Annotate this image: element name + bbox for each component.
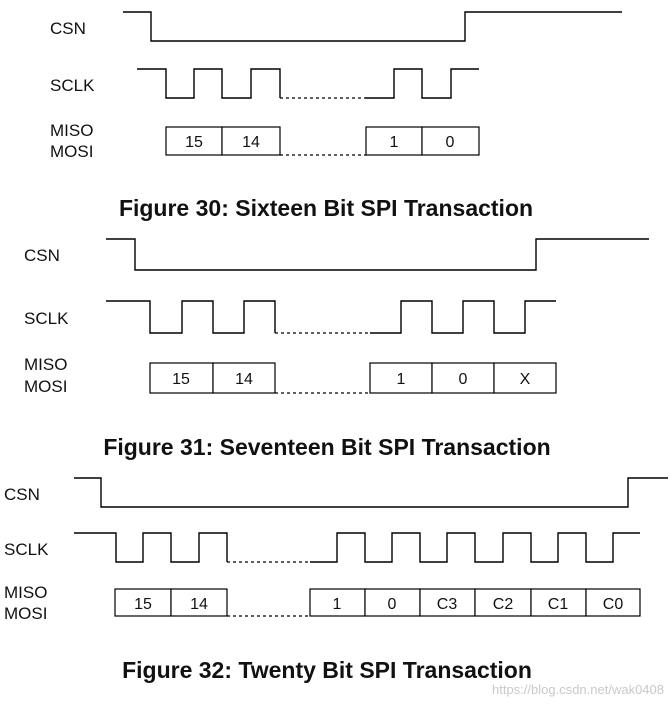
sclk-waveform-left (74, 532, 228, 563)
bit-label: X (520, 371, 531, 388)
sclk-label: SCLK (24, 309, 69, 328)
figure-32: CSN SCLK MISO MOSI 15 14 1 0 C3 C2 C1 C0… (4, 477, 668, 683)
figure-caption: Figure 32: Twenty Bit SPI Transaction (122, 657, 532, 683)
bit-label: 0 (446, 134, 455, 151)
bit-label: 14 (242, 134, 260, 151)
miso-label: MISO (4, 583, 47, 602)
watermark: https://blog.csdn.net/wak0408 (492, 682, 664, 697)
figure-caption: Figure 31: Seventeen Bit SPI Transaction (103, 434, 550, 460)
data-bit-cell (221, 126, 281, 156)
csn-label: CSN (4, 485, 40, 504)
sclk-waveform-right (310, 532, 640, 563)
sclk-label: SCLK (4, 540, 49, 559)
data-bit-cell (493, 362, 557, 394)
data-bit-cell (419, 588, 476, 617)
bit-label: 1 (333, 596, 342, 613)
csn-label: CSN (50, 19, 86, 38)
bit-label: 0 (459, 371, 468, 388)
csn-waveform (106, 238, 649, 271)
sclk-waveform-right (365, 68, 479, 99)
csn-waveform (74, 477, 668, 508)
bit-label: 14 (235, 371, 253, 388)
mosi-label: MOSI (24, 377, 67, 396)
data-bit-cell (421, 126, 480, 156)
bit-label: 14 (190, 596, 208, 613)
data-bit-cell (165, 126, 223, 156)
bit-label: 1 (397, 371, 406, 388)
data-bit-cell (369, 362, 433, 394)
data-bit-cell (585, 588, 641, 617)
sclk-label: SCLK (50, 76, 95, 95)
figure-30: CSN SCLK MISO MOSI 15 14 1 0 Figure 30: … (50, 11, 622, 221)
bit-label: C0 (603, 596, 624, 613)
figure-31: CSN SCLK MISO MOSI 15 14 1 0 X Figure 31… (24, 238, 649, 460)
mosi-label: MOSI (4, 604, 47, 623)
bit-label: 0 (388, 596, 397, 613)
data-bit-cell (474, 588, 532, 617)
bit-label: 15 (185, 134, 203, 151)
miso-label: MISO (50, 121, 93, 140)
data-bit-cell (431, 362, 495, 394)
data-bit-cell (170, 588, 228, 617)
sclk-waveform-left (137, 68, 281, 99)
bit-label: C1 (548, 596, 569, 613)
bit-label: 15 (134, 596, 152, 613)
miso-label: MISO (24, 355, 67, 374)
figure-caption: Figure 30: Sixteen Bit SPI Transaction (119, 195, 533, 221)
sclk-waveform-right (370, 300, 556, 334)
data-bit-cell (309, 588, 366, 617)
mosi-label: MOSI (50, 142, 93, 161)
bit-label: 1 (390, 134, 399, 151)
csn-waveform (123, 11, 622, 42)
csn-label: CSN (24, 246, 60, 265)
bit-label: C3 (437, 596, 458, 613)
data-bit-cell (149, 362, 214, 394)
data-bit-cell (212, 362, 276, 394)
bit-label: 15 (172, 371, 190, 388)
sclk-waveform-left (106, 300, 276, 334)
bit-label: C2 (493, 596, 514, 613)
